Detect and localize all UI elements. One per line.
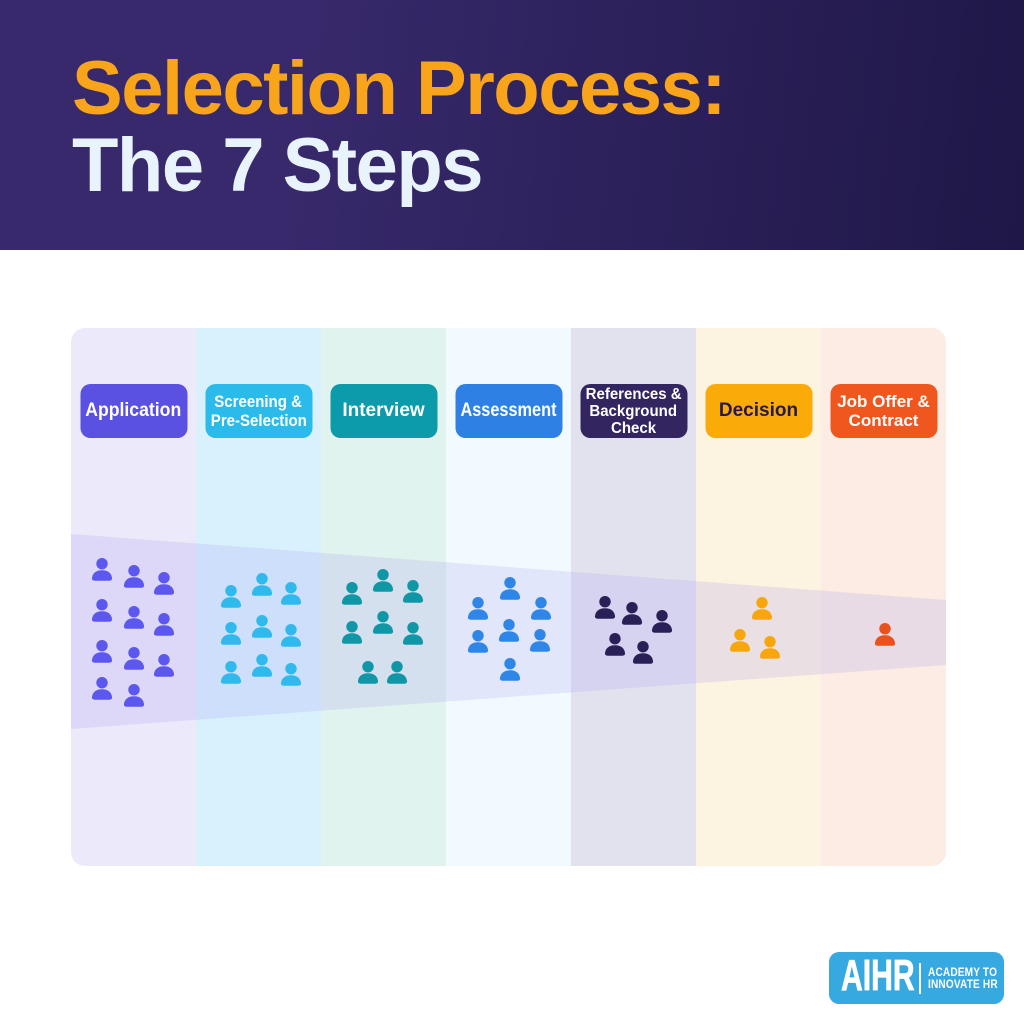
logo-tagline: ACADEMY TO INNOVATE HR: [928, 966, 998, 990]
step-column-6: Decision: [696, 328, 821, 866]
step-label-line: Assessment: [460, 400, 557, 421]
person-icon: [220, 585, 242, 613]
aihr-logo: AIHR ACADEMY TO INNOVATE HR: [829, 952, 1004, 1004]
person-icon: [594, 596, 616, 624]
person-icon: [280, 663, 302, 691]
person-icon: [372, 569, 394, 597]
person-icon: [220, 661, 242, 689]
person-icon: [153, 572, 175, 600]
person-icon: [251, 573, 273, 601]
step-column-1: Application: [71, 328, 196, 866]
person-icon: [751, 597, 773, 625]
person-icon: [402, 622, 424, 650]
person-icon: [341, 621, 363, 649]
person-icon: [632, 641, 654, 669]
funnel-panel: Application Screening &Pre-Selection Inter…: [71, 328, 946, 866]
person-icon: [123, 565, 145, 593]
logo-tagline-line-2: INNOVATE HR: [928, 977, 998, 991]
step-label-2: Screening &Pre-Selection: [205, 384, 312, 438]
person-icon: [529, 629, 551, 657]
person-icon: [467, 597, 489, 625]
person-icon: [123, 606, 145, 634]
person-icon: [280, 624, 302, 652]
step-column-3: Interview: [321, 328, 446, 866]
page-title: Selection Process: The 7 Steps: [72, 46, 727, 208]
step-label-7: Job Offer &Contract: [830, 384, 937, 438]
title-line-1: Selection Process:: [72, 46, 727, 131]
step-column-2: Screening &Pre-Selection: [196, 328, 321, 866]
person-icon: [280, 582, 302, 610]
step-label-4: Assessment: [455, 384, 562, 438]
step-label-3: Interview: [330, 384, 437, 438]
person-icon: [153, 613, 175, 641]
step-label-line: Contract: [848, 411, 919, 430]
person-icon: [621, 602, 643, 630]
person-icon: [341, 582, 363, 610]
person-icon: [91, 599, 113, 627]
person-icon: [251, 654, 273, 682]
title-line-2: The 7 Steps: [72, 123, 484, 208]
person-icon: [123, 684, 145, 712]
person-icon: [153, 654, 175, 682]
logo-divider: [919, 962, 921, 994]
person-icon: [530, 597, 552, 625]
person-icon: [604, 633, 626, 661]
person-icon: [759, 636, 781, 664]
step-label-line: Job Offer &: [837, 392, 930, 411]
step-label-line: Screening &: [214, 392, 303, 411]
person-icon: [123, 647, 145, 675]
step-column-7: Job Offer &Contract: [821, 328, 946, 866]
logo-tagline-line-1: ACADEMY TO: [928, 965, 998, 979]
step-label-line: Interview: [342, 400, 425, 421]
logo-brand-text: AIHR: [841, 951, 915, 1000]
person-icon: [467, 630, 489, 658]
step-label-line: Application: [85, 400, 182, 421]
person-icon: [499, 658, 521, 686]
header-banner: Selection Process: The 7 Steps: [0, 0, 1024, 250]
person-icon: [91, 558, 113, 586]
person-icon: [357, 661, 379, 689]
person-icon: [499, 577, 521, 605]
person-icon: [729, 629, 751, 657]
step-label-line: Pre-Selection: [210, 411, 307, 430]
step-label-line: Background: [589, 402, 678, 420]
step-label-line: Decision: [718, 400, 799, 421]
person-icon: [91, 677, 113, 705]
step-label-6: Decision: [705, 384, 812, 438]
person-icon: [220, 622, 242, 650]
person-icon: [402, 580, 424, 608]
person-icon: [91, 640, 113, 668]
person-icon: [651, 610, 673, 638]
person-icon: [251, 615, 273, 643]
person-icon: [498, 619, 520, 647]
step-label-line: Check: [610, 419, 657, 437]
step-label-line: References &: [585, 385, 682, 403]
step-label-1: Application: [80, 384, 187, 438]
person-icon: [874, 623, 896, 651]
person-icon: [372, 611, 394, 639]
person-icon: [386, 661, 408, 689]
